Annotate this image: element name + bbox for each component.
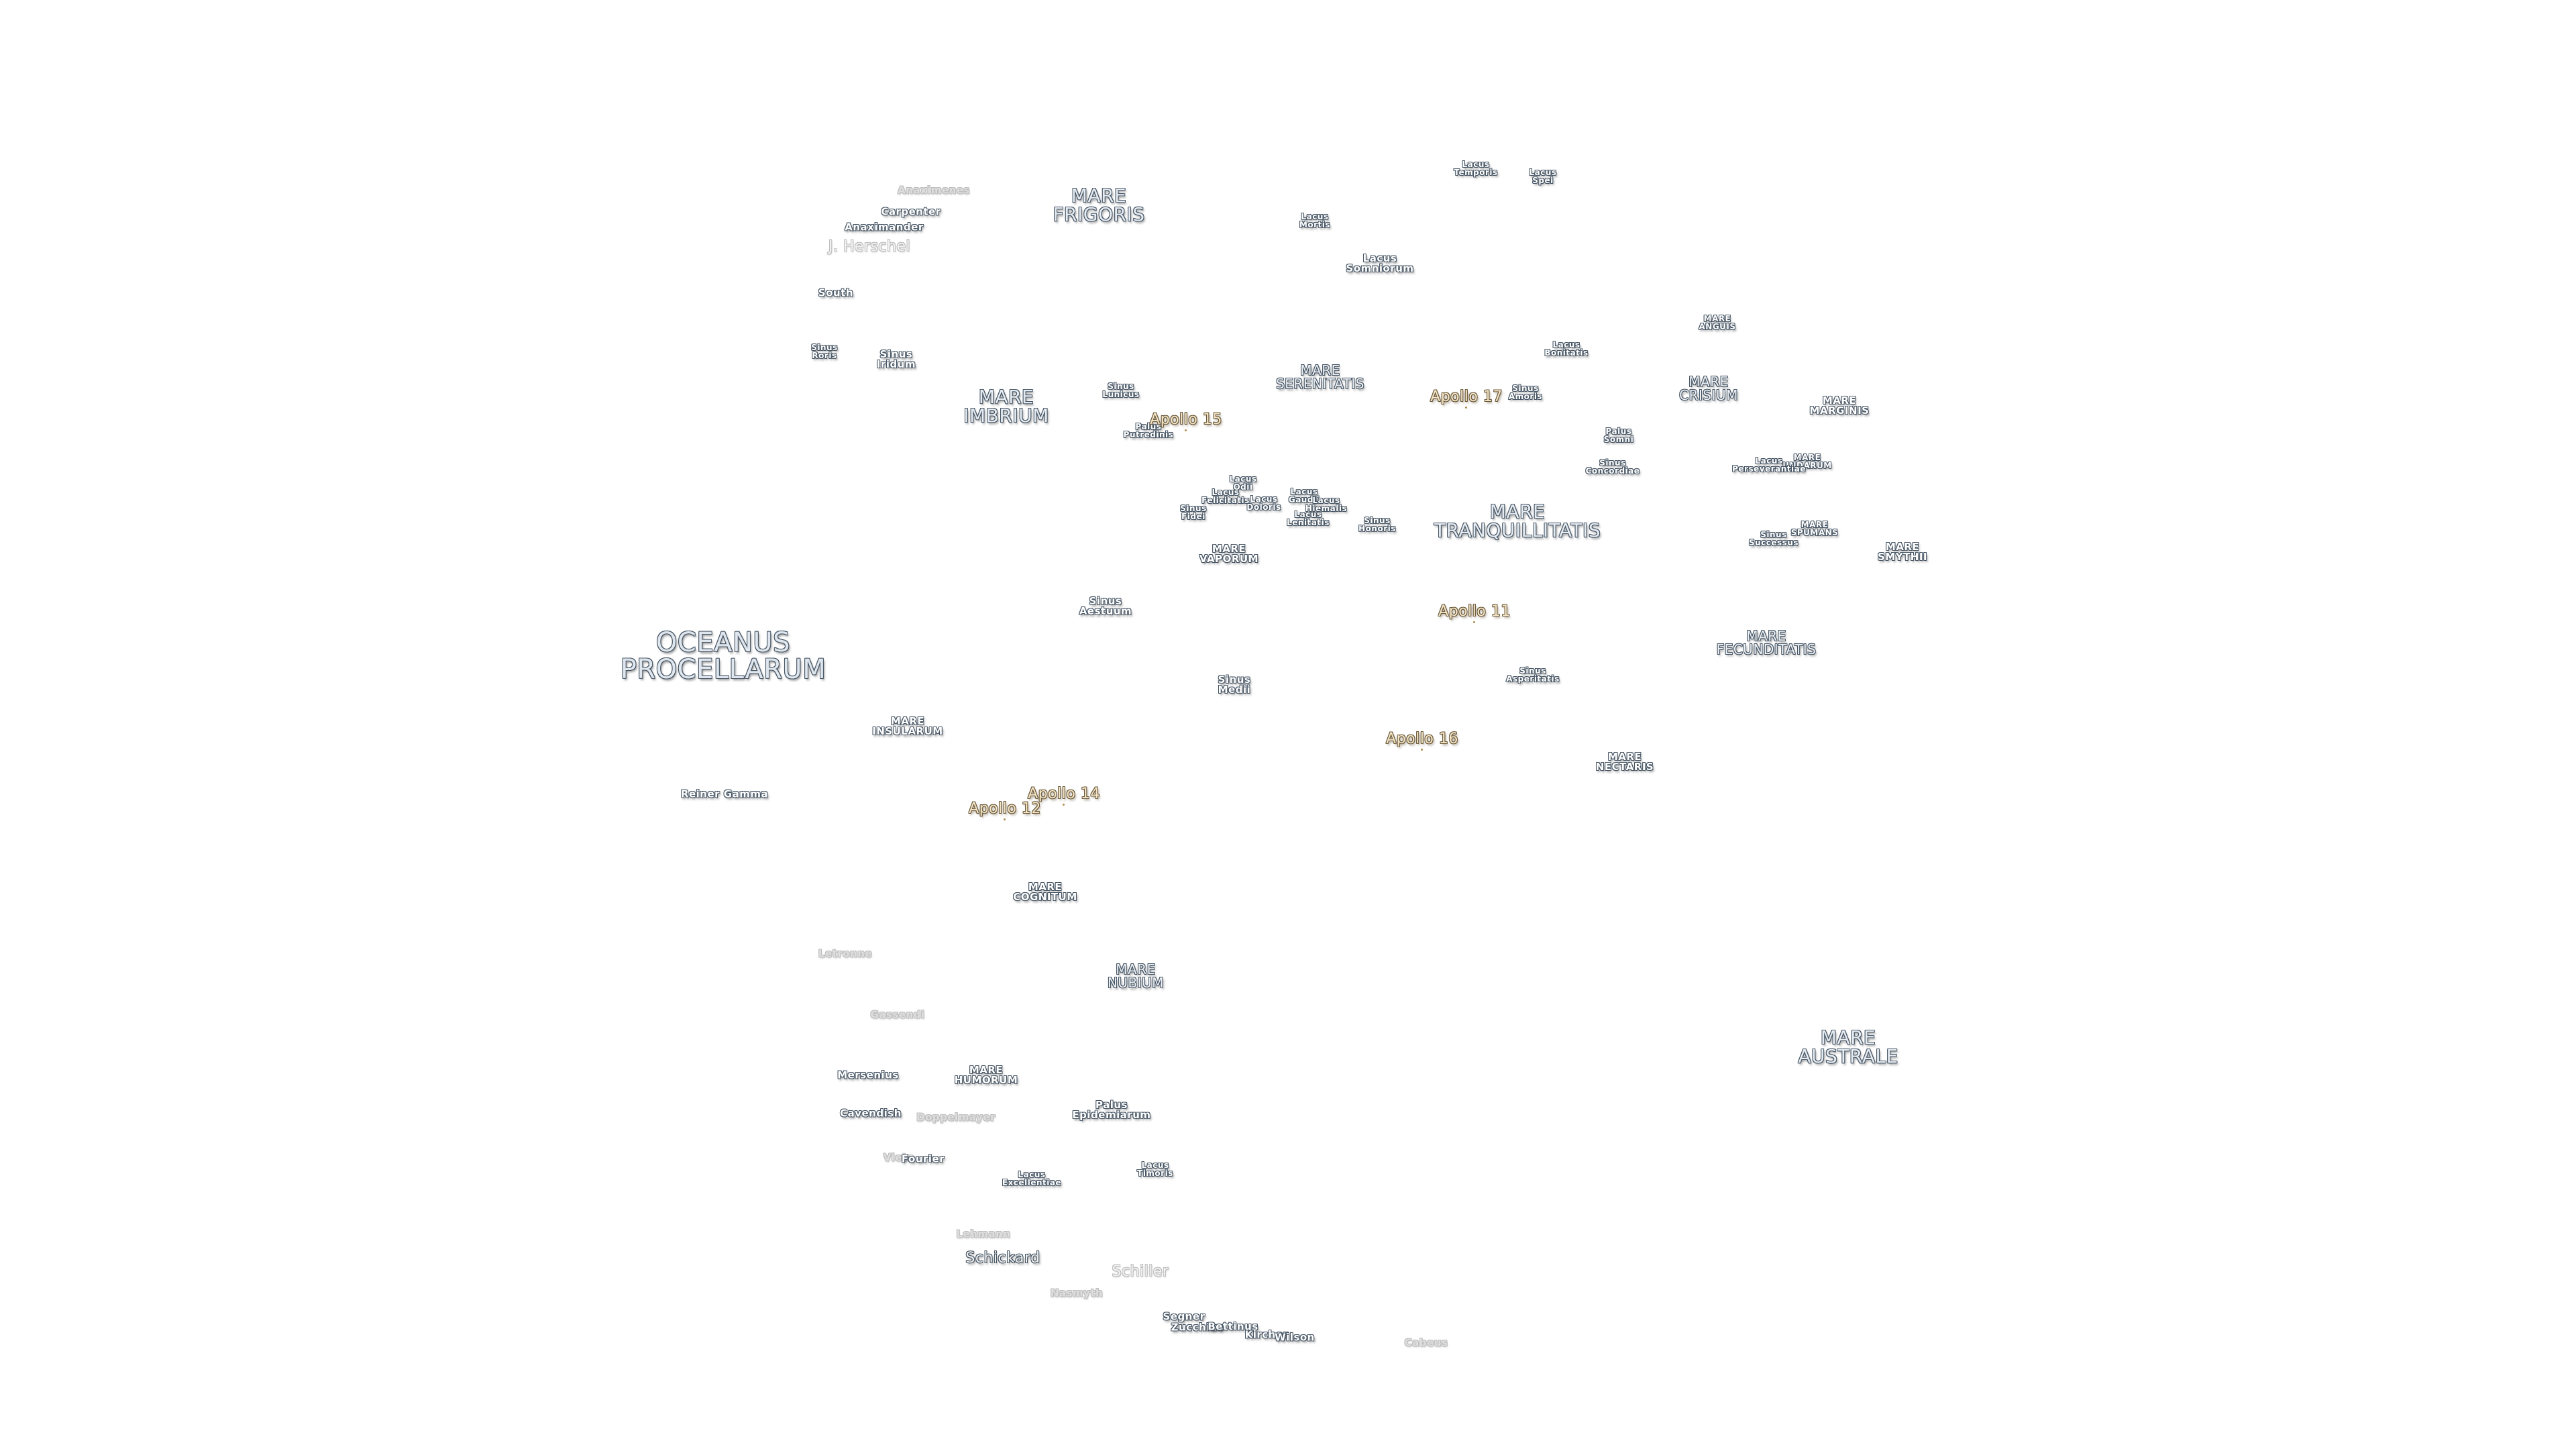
- label-lacus-excellentiae: Lacus Excellentiae: [1002, 1170, 1062, 1187]
- label-mare-cognitum: MARE COGNITUM: [1013, 881, 1077, 903]
- label-lacus-perseverantiae: Lacus Perseverantiae: [1732, 456, 1806, 474]
- label-lacus-lenitatis: Lacus Lenitatis: [1287, 510, 1330, 527]
- label-crater-lehmann: Lehmann: [956, 1228, 1011, 1240]
- label-palus-somni: Palus Somni: [1603, 427, 1634, 444]
- label-crater-cavendish: Cavendish: [840, 1107, 902, 1120]
- label-crater-segner: Segner: [1163, 1310, 1205, 1323]
- label-sinus-asperitatis: Sinus Asperitatis: [1506, 666, 1560, 684]
- label-palus-putredinis: Palus Putredinis: [1123, 422, 1174, 439]
- label-crater-reiner-gamma: Reiner Gamma: [680, 788, 769, 800]
- label-apollo-11: Apollo 11: [1438, 603, 1511, 620]
- label-lacus-spei: Lacus Spei: [1529, 168, 1557, 185]
- label-crater-anaximenes: Anaximenes: [898, 184, 970, 197]
- label-sinus-aestuum: Sinus Aestuum: [1079, 595, 1132, 617]
- label-mare-frigoris: MARE FRIGORIS: [1053, 184, 1145, 225]
- label-mare-smythii: MARE SMYTHII: [1877, 541, 1928, 563]
- label-crater-bettinus: Bettinus: [1208, 1320, 1258, 1333]
- label-crater-kircher: Kircher: [1244, 1328, 1289, 1341]
- label-sinus-honoris: Sinus Honoris: [1358, 516, 1396, 533]
- apollo-15-marker: [1185, 429, 1187, 431]
- label-sinus-successus: Sinus Successus: [1748, 530, 1799, 547]
- label-lacus-temporis: Lacus Temporis: [1454, 160, 1498, 177]
- label-mare-spumans: MARE SPUMANS: [1790, 520, 1839, 537]
- label-mare-vaporum: MARE VAPORUM: [1199, 543, 1259, 565]
- label-crater-carpenter: Carpenter: [881, 205, 941, 218]
- label-palus-epidemiarum: Palus Epidemiarum: [1072, 1099, 1151, 1121]
- label-crater-letronne: Letronne: [818, 947, 873, 960]
- label-mare-crisium: MARE CRISIUM: [1679, 374, 1738, 403]
- label-apollo-16: Apollo 16: [1386, 731, 1458, 747]
- label-apollo-17: Apollo 17: [1430, 388, 1503, 405]
- apollo-16-marker: [1421, 749, 1423, 751]
- label-sinus-amoris: Sinus Amoris: [1508, 384, 1543, 401]
- label-crater-vieta: Vieta: [883, 1151, 915, 1164]
- label-crater-fourier: Fourier: [901, 1152, 945, 1165]
- apollo-11-marker: [1473, 621, 1475, 623]
- label-mare-serenitatis: MARE SERENITATIS: [1276, 362, 1364, 392]
- label-mare-insularum: MARE INSULARUM: [872, 715, 943, 737]
- label-mare-humorum: MARE HUMORUM: [954, 1064, 1018, 1086]
- label-crater-wilson: Wilson: [1275, 1331, 1315, 1344]
- label-crater-gassendi: Gassendi: [870, 1008, 925, 1021]
- label-crater-cabeus: Cabeus: [1404, 1336, 1448, 1349]
- label-mare-marginis: MARE MARGINIS: [1809, 394, 1870, 417]
- label-sinus-lunicus: Sinus Lunicus: [1102, 382, 1140, 399]
- label-crater-j-herschel: J. Herschel: [828, 238, 911, 255]
- label-crater-anaximander: Anaximander: [845, 221, 924, 233]
- label-mare-tranquillitatis: MARE TRANQUILLITATIS: [1434, 500, 1601, 541]
- label-mare-imbrium: MARE IMBRIUM: [963, 386, 1049, 427]
- label-sinus-fidei: Sinus Fidei: [1180, 504, 1207, 521]
- label-mare-australe: MARE AUSTRALE: [1798, 1026, 1898, 1067]
- label-sinus-iridum: Sinus Iridum: [876, 348, 916, 370]
- label-mare-nectaris: MARE NECTARIS: [1595, 751, 1654, 773]
- label-sinus-concordiae: Sinus Concordiae: [1585, 458, 1640, 476]
- label-lacus-timoris: Lacus Timoris: [1137, 1161, 1173, 1178]
- label-crater-doppelmayer: Doppelmayer: [916, 1111, 996, 1124]
- label-mare-fecunditatis: MARE FECUNDITATIS: [1716, 628, 1817, 657]
- label-crater-mersenius: Mersenius: [837, 1069, 899, 1081]
- label-lacus-doloris: Lacus Doloris: [1246, 494, 1281, 512]
- label-sinus-medii: Sinus Medii: [1218, 674, 1251, 696]
- label-crater-schiller: Schiller: [1112, 1263, 1169, 1280]
- label-lacus-odii: Lacus Odii: [1229, 474, 1257, 492]
- label-crater-nasmyth: Nasmyth: [1050, 1287, 1104, 1299]
- label-lacus-felicitatis: Lacus Felicitatis: [1201, 488, 1250, 505]
- label-mare-nubium: MARE NUBIUM: [1107, 961, 1165, 991]
- label-crater-schickard: Schickard: [965, 1250, 1040, 1267]
- apollo-14-marker: [1063, 804, 1065, 806]
- label-lacus-bonitatis: Lacus Bonitatis: [1544, 340, 1589, 358]
- label-apollo-12: Apollo 12: [969, 800, 1041, 817]
- label-lacus-mortis: Lacus Mortis: [1299, 212, 1331, 229]
- label-apollo-14: Apollo 14: [1028, 786, 1100, 802]
- label-crater-zucchius: Zucchius: [1171, 1321, 1224, 1334]
- label-apollo-15: Apollo 15: [1150, 411, 1222, 428]
- apollo-12-marker: [1004, 818, 1006, 820]
- label-mare-anguis: MARE ANGUIS: [1699, 314, 1736, 331]
- label-mare-undarum: MARE UNDARUM: [1782, 453, 1832, 470]
- label-lacus-hiemalis: Lacus Hiemalis: [1305, 496, 1348, 513]
- label-crater-south: South: [818, 286, 854, 299]
- label-sinus-roris: Sinus Roris: [811, 343, 838, 360]
- label-lacus-somniorum: Lacus Somniorum: [1346, 252, 1414, 274]
- apollo-17-marker: [1465, 407, 1467, 409]
- label-lacus-gaudii: Lacus Gaudii: [1288, 487, 1320, 504]
- label-oceanus-procellarum: OCEANUS PROCELLARUM: [620, 627, 826, 685]
